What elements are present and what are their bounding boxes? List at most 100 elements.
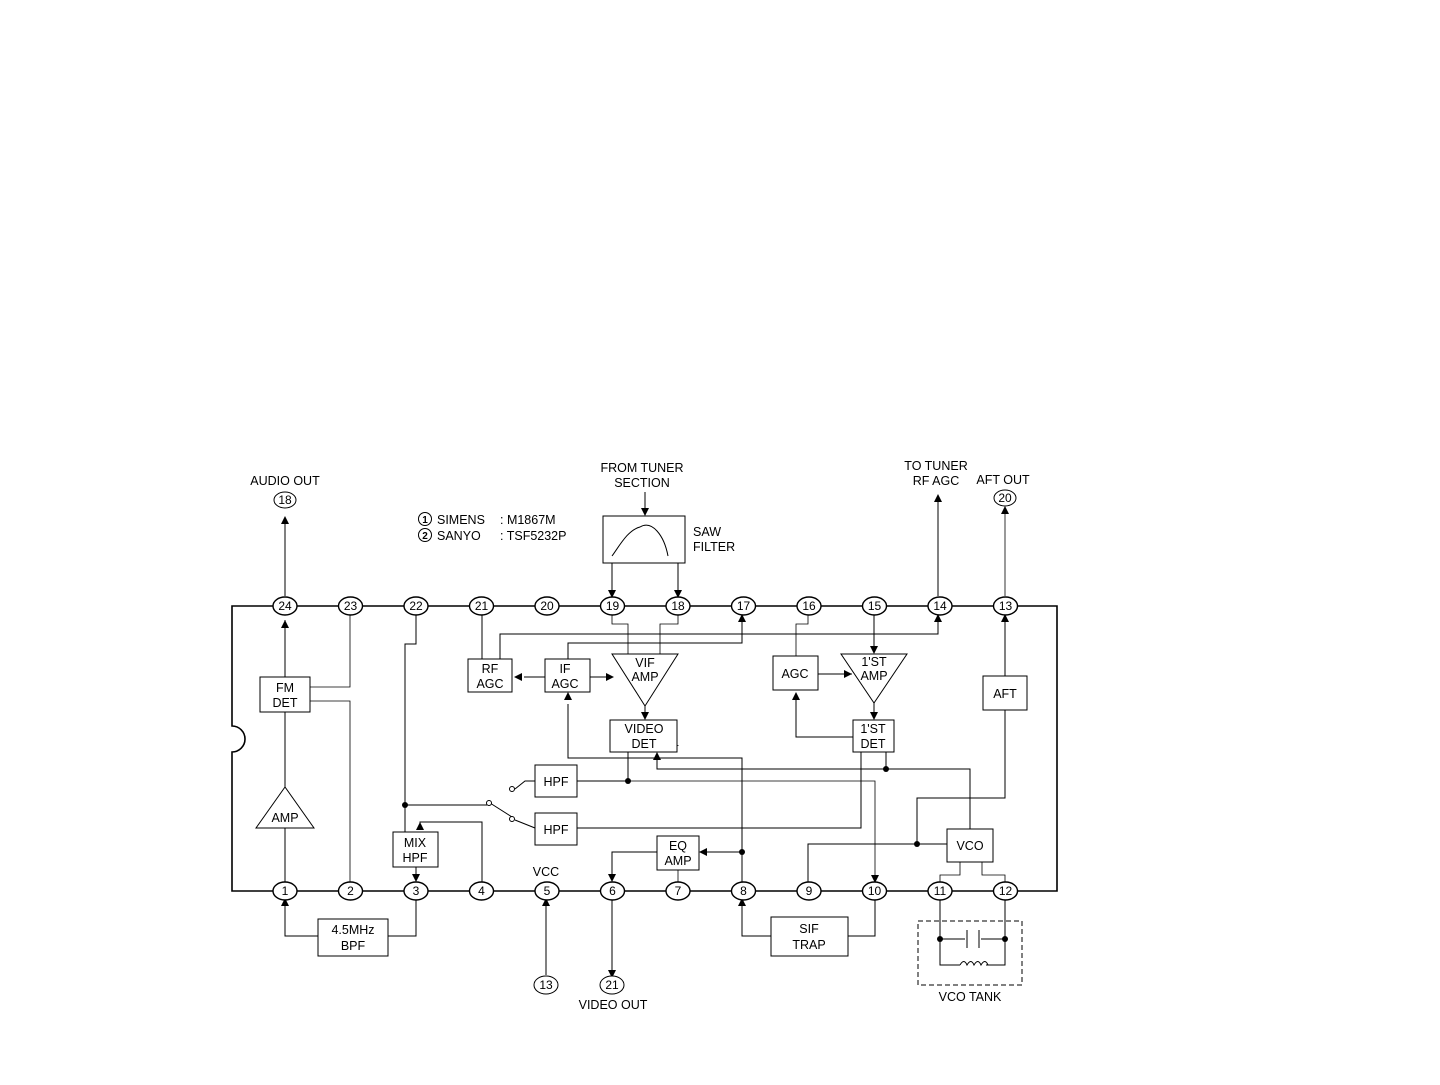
block-vif-amp: VIF AMP — [611, 653, 679, 707]
ic-body — [231, 605, 1058, 892]
svg-text:IF: IF — [559, 662, 570, 676]
svg-text:AFT: AFT — [993, 687, 1017, 701]
pin-bottom-label: 2 — [347, 884, 354, 898]
svg-text:AMP: AMP — [631, 670, 658, 684]
block-agc: AGC — [772, 655, 819, 691]
svg-text:VIDEO: VIDEO — [625, 722, 664, 736]
aft-out-label: AFT OUT — [976, 473, 1030, 487]
svg-text:DET: DET — [861, 737, 886, 751]
pin-top-19: 19 — [599, 596, 626, 616]
pin-bottom-label: 6 — [609, 884, 616, 898]
pin-bottom-label: 8 — [740, 884, 747, 898]
pin-top-14: 14 — [927, 596, 953, 616]
block-if-agc: IF AGC — [544, 658, 591, 693]
pin-top-21: 21 — [468, 596, 495, 616]
pin-top-label: 22 — [409, 599, 423, 613]
svg-text:13: 13 — [539, 978, 553, 992]
audio-out-label: AUDIO OUT — [250, 474, 320, 488]
note-1-maker: SIMENS — [437, 513, 485, 527]
block-mix-hpf: MIX HPF — [392, 831, 439, 868]
svg-text:VCO: VCO — [956, 839, 983, 853]
block-video-det: VIDEO DET — [609, 719, 678, 753]
pin-bottom-5: 5 — [534, 881, 560, 901]
pin-top-22: 22 — [403, 596, 429, 616]
external-labels: AUDIO OUT 18 FROM TUNER SECTION SAW FILT… — [250, 459, 1030, 1012]
svg-text:AMP: AMP — [664, 854, 691, 868]
svg-text:MIX: MIX — [404, 836, 427, 850]
video-out-pin — [599, 975, 625, 995]
svg-text:2: 2 — [422, 531, 428, 542]
svg-text:VIF: VIF — [635, 656, 655, 670]
svg-text:DET: DET — [273, 696, 298, 710]
pin-bottom-label: 5 — [544, 884, 551, 898]
pin-bottom-10: 10 — [861, 881, 888, 901]
svg-text:AGC: AGC — [781, 667, 808, 681]
pin-bottom-7: 7 — [665, 881, 691, 901]
pin-bottom-9: 9 — [796, 881, 822, 901]
svg-text:HPF: HPF — [403, 851, 428, 865]
block-fm-det: FM DET — [259, 676, 311, 713]
pin-bottom-label: 12 — [999, 884, 1013, 898]
svg-text:FILTER: FILTER — [693, 540, 735, 554]
pin-bottom-1: 1 — [272, 881, 298, 901]
vcc-pin — [533, 975, 559, 995]
svg-text:1'ST: 1'ST — [860, 722, 886, 736]
pin-top-18: 18 — [665, 596, 691, 616]
block-amp: AMP — [255, 786, 315, 829]
pin-bottom-3: 3 — [403, 881, 429, 901]
pin-top-label: 18 — [671, 599, 685, 613]
pin-bottom-label: 11 — [934, 884, 947, 898]
pin-top-15: 15 — [861, 596, 888, 616]
video-out-label: VIDEO OUT — [579, 998, 648, 1012]
pin-bottom-6: 6 — [599, 881, 626, 901]
svg-text:4.5MHz: 4.5MHz — [331, 923, 374, 937]
svg-text:HPF: HPF — [544, 775, 569, 789]
pin-bottom-12: 12 — [992, 881, 1019, 901]
pin-top-label: 16 — [802, 599, 816, 613]
block-first-amp: 1'ST AMP — [840, 653, 908, 704]
note-2-maker: SANYO — [437, 529, 481, 543]
notes: 1 SIMENS : M1867M 2 SANYO : TSF5232P — [418, 512, 566, 543]
svg-text:HPF: HPF — [544, 823, 569, 837]
to-tuner-label: TO TUNER — [904, 459, 967, 473]
block-saw-filter — [602, 515, 686, 564]
pin-bottom-label: 10 — [868, 884, 882, 898]
svg-text:18: 18 — [278, 493, 292, 507]
pin-bottom-label: 7 — [675, 884, 682, 898]
svg-text:AMP: AMP — [271, 811, 298, 825]
block-sif-trap: SIF TRAP — [770, 916, 849, 957]
pin-top-label: 23 — [344, 599, 358, 613]
pin-bottom-8: 8 — [730, 881, 757, 901]
svg-text:DET: DET — [632, 737, 657, 751]
pin-top-23: 23 — [337, 596, 364, 616]
pin-bottom-2: 2 — [337, 881, 364, 901]
svg-text:SIF: SIF — [799, 922, 819, 936]
pin-top-24: 24 — [272, 596, 298, 616]
saw-filter-label: SAW — [693, 525, 721, 539]
pin-bottom-label: 3 — [413, 884, 420, 898]
pin-top-17: 17 — [730, 596, 757, 616]
block-rf-agc: RF AGC — [467, 658, 513, 693]
block-hpf-lower: HPF — [534, 812, 578, 846]
block-eq-amp: EQ AMP — [656, 835, 700, 871]
block-aft: AFT — [982, 675, 1028, 711]
pin-bottom-label: 9 — [806, 884, 813, 898]
audio-out-pin — [273, 491, 297, 509]
block-hpf-upper: HPF — [534, 764, 578, 798]
pin-top-label: 20 — [540, 599, 554, 613]
pin-bottom-label: 4 — [478, 884, 485, 898]
pin-top-20: 20 — [534, 596, 560, 616]
svg-text:TRAP: TRAP — [792, 938, 825, 952]
pin-bottom-11: 11 — [927, 881, 953, 901]
svg-text:1'ST: 1'ST — [861, 655, 887, 669]
vcc-label: VCC — [533, 865, 559, 879]
svg-text:RF AGC: RF AGC — [913, 474, 960, 488]
pin-top-label: 19 — [606, 599, 620, 613]
svg-text:BPF: BPF — [341, 939, 366, 953]
aft-out-pin — [993, 489, 1017, 507]
pin-top-16: 16 — [796, 596, 822, 616]
